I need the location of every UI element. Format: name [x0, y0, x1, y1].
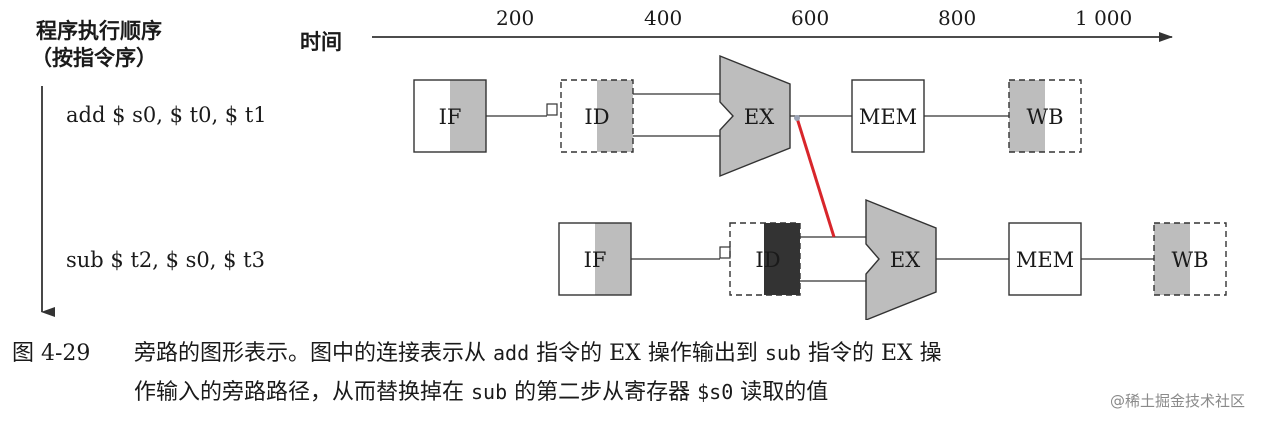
stage-id: ID	[729, 222, 801, 296]
instruction-label-sub: sub $ t2, $ s0, $ t3	[66, 248, 265, 272]
time-tick: 200	[496, 6, 535, 30]
stage-if: IF	[413, 79, 487, 153]
stage-wb: WB	[1008, 79, 1082, 153]
time-tick: 800	[938, 6, 977, 30]
time-tick: 600	[791, 6, 830, 30]
caption-text: 作输入的旁路路径，从而替换掉在	[134, 380, 471, 405]
caption-code: sub	[764, 341, 801, 365]
time-axis-label: 时间	[300, 30, 342, 54]
pipeline-row-sub: IF ID EX MEM WB	[558, 198, 1227, 320]
pipeline-row-add: IF ID EX MEM WB	[413, 54, 1082, 178]
stage-ex: EX	[719, 54, 791, 178]
stage-label: WB	[1171, 248, 1208, 272]
stage-wb: WB	[1153, 222, 1227, 296]
bypass-start-dot	[794, 115, 800, 121]
pipeline-diagram: IF ID EX MEM WB	[41, 32, 1227, 320]
caption-line2: 作输入的旁路路径，从而替换掉在 sub 的第二步从寄存器 $s0 读取的值	[12, 373, 942, 412]
instruction-label-add: add $ s0, $ t0, $ t1	[66, 103, 267, 127]
caption-code: $s0	[697, 380, 734, 404]
stage-label: MEM	[1016, 248, 1074, 272]
stage-label: IF	[439, 105, 462, 129]
time-tick: 1 000	[1075, 6, 1133, 30]
stage-label: MEM	[859, 105, 917, 129]
stage-if: IF	[558, 222, 632, 296]
stage-ex: EX	[865, 198, 937, 320]
stage-label: WB	[1026, 105, 1063, 129]
stage-label: ID	[755, 248, 780, 272]
caption-text: 指令的 EX 操	[800, 341, 942, 366]
caption-code: add	[493, 341, 530, 365]
program-order-label: 程序执行顺序 （按指令序）	[31, 18, 162, 72]
figure-number: 图 4-29	[12, 341, 91, 366]
caption-code: sub	[471, 380, 508, 404]
time-tick: 400	[644, 6, 683, 30]
caption-text: 读取的值	[733, 380, 829, 405]
program-order-label-line1: 程序执行顺序	[36, 19, 162, 43]
caption-text: 的第二步从寄存器	[507, 380, 698, 405]
stage-mem: MEM	[1008, 222, 1082, 296]
stage-id: ID	[560, 79, 634, 153]
watermark: @稀土掘金技术社区	[1110, 392, 1246, 410]
stage-mem: MEM	[851, 79, 925, 153]
stage-label: IF	[584, 248, 607, 272]
caption-text: 旁路的图形表示。图中的连接表示从	[134, 341, 493, 366]
stage-label: ID	[584, 105, 609, 129]
stage-label: EX	[744, 105, 774, 129]
bypass-path	[795, 117, 836, 238]
caption-text: 指令的 EX 操作输出到	[529, 341, 765, 366]
program-order-label-line2: （按指令序）	[31, 46, 157, 70]
stage-label: EX	[890, 248, 920, 272]
